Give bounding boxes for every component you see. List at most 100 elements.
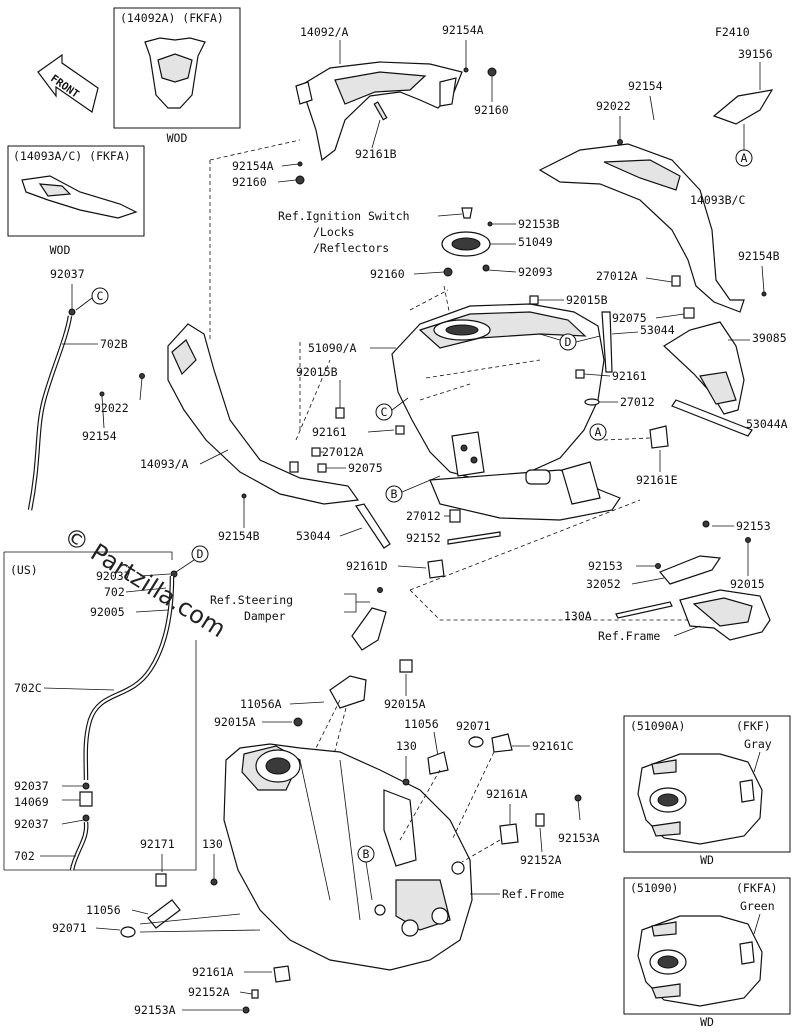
label-53044-right: 53044 (640, 323, 675, 337)
ref-frame-lower: Ref.Frome (502, 887, 564, 901)
label-39085: 39085 (752, 331, 787, 345)
ref-frame-upper: Ref.Frame (598, 629, 660, 643)
label-27012A-left: 27012A (322, 445, 364, 459)
inset-green-tank-title-left: (51090) (630, 881, 678, 895)
damper-92161E (649, 425, 669, 449)
inset-us: (US) (3, 551, 197, 871)
callout-a-tank (589, 423, 607, 441)
label-130-right: 130 (396, 739, 417, 753)
label-92160-top: 92160 (474, 103, 509, 117)
inset-gray-tank: (51090A) (FKF) Gray WD (623, 715, 791, 867)
label-92153-mid: 92153 (588, 559, 623, 573)
label-92005: 92005 (90, 605, 125, 619)
label-92037-left: 92037 (50, 267, 85, 281)
callout-c-tank-label: C (381, 405, 388, 419)
ref-ignition-line2: /Locks (313, 225, 355, 239)
label-92154-left: 92154 (82, 429, 117, 443)
callout-a-tank-label: A (595, 425, 602, 439)
label-92015B-top: 92015B (566, 293, 608, 307)
ref-ignition-line1: Ref.Ignition Switch (278, 209, 410, 223)
fuel-tank-51090A (391, 303, 621, 521)
label-92161B: 92161B (355, 147, 397, 161)
steering-bracket (351, 607, 387, 651)
inset-side-cover: (14093A/C) (FKFA) WOD (7, 145, 145, 257)
strip-53044-right (601, 311, 613, 373)
label-11056-right: 11056 (404, 717, 439, 731)
label-92161E: 92161E (636, 473, 678, 487)
label-92153-right: 92153 (736, 519, 771, 533)
label-130A: 130A (564, 609, 592, 623)
label-92037-us2: 92037 (14, 779, 49, 793)
label-92160-mid: 92160 (232, 175, 267, 189)
watermark: © Partzilla.com (59, 521, 231, 643)
inset-green-tank: (51090) (FKFA) Green WD (623, 877, 791, 1029)
label-702-bottom: 702 (14, 849, 35, 863)
label-92154A-mid: 92154A (232, 159, 274, 173)
bracket-11056A (329, 675, 367, 709)
part-39156 (712, 89, 774, 125)
label-51049: 51049 (518, 235, 553, 249)
label-92071-left: 92071 (52, 921, 87, 935)
label-92075-left: 92075 (348, 461, 383, 475)
label-14093A: 14093/A (140, 457, 189, 471)
inset-gray-tank-title-right: (FKF) (736, 719, 771, 733)
callout-a-top (735, 149, 753, 167)
label-32052: 32052 (586, 577, 621, 591)
damper-92161D (427, 559, 445, 579)
inset-side-cover-footer: WOD (50, 243, 71, 257)
label-F2410: F2410 (715, 25, 750, 39)
inset-top-cover-title: (14092A) (FKFA) (120, 11, 224, 25)
label-92015: 92015 (730, 577, 765, 591)
callout-d-us-label: D (197, 547, 204, 561)
label-92037-us3: 92037 (14, 817, 49, 831)
label-92071-right: 92071 (456, 719, 491, 733)
label-92153B: 92153B (518, 217, 560, 231)
label-92161A-bottom: 92161A (192, 965, 234, 979)
damper-92161C (491, 733, 513, 753)
hose-702B (27, 315, 73, 511)
callout-c-left-label: C (97, 289, 104, 303)
label-702B: 702B (100, 337, 128, 351)
inset-green-tank-color: Green (740, 899, 775, 913)
strip-53044A (671, 399, 753, 437)
inset-top-cover: (14092A) (FKFA) WOD (113, 7, 241, 145)
tank-frame-lower (223, 743, 473, 971)
inset-green-tank-title-right: (FKFA) (736, 881, 778, 895)
label-92075-right: 92075 (612, 311, 647, 325)
callout-c-left (91, 287, 109, 305)
label-92015A-right: 92015A (384, 697, 426, 711)
label-92161D: 92161D (346, 559, 388, 573)
bracket-11056-left (147, 899, 181, 929)
label-92152A-bottom: 92152A (188, 985, 230, 999)
callout-c-tank (375, 403, 393, 421)
top-cover-14092A (295, 61, 463, 162)
bracket-11056-right (427, 751, 449, 775)
label-92022-top: 92022 (596, 99, 631, 113)
label-92160-lower: 92160 (370, 267, 405, 281)
bolt-130A (615, 601, 673, 619)
left-cover-14093A (167, 323, 360, 505)
label-92154-top: 92154 (628, 79, 663, 93)
label-14069: 14069 (14, 795, 49, 809)
label-92152: 92152 (406, 531, 441, 545)
inset-top-cover-footer: WOD (167, 131, 188, 145)
label-92015B-left: 92015B (296, 365, 338, 379)
callout-b-frame-label: B (363, 847, 370, 861)
label-130-left: 130 (202, 837, 223, 851)
label-92161-mid: 92161 (312, 425, 347, 439)
label-92161A-right: 92161A (486, 787, 528, 801)
inset-green-tank-footer: WD (700, 1015, 714, 1029)
label-14092A: 14092/A (300, 25, 349, 39)
callout-b-tank-label: B (391, 487, 398, 501)
ref-steering-line1: Ref.Steering (210, 593, 293, 607)
label-92153A-right: 92153A (558, 831, 600, 845)
inset-us-title: (US) (10, 563, 38, 577)
label-92161-right: 92161 (612, 369, 647, 383)
callout-d-us (191, 545, 209, 563)
label-53044-lower: 53044 (296, 529, 331, 543)
label-92037-us: 92037 (96, 569, 131, 583)
ref-ignition-line3: /Reflectors (313, 241, 389, 255)
label-92152A-right: 92152A (520, 853, 562, 867)
label-92153A-bottom: 92153A (134, 1003, 176, 1017)
